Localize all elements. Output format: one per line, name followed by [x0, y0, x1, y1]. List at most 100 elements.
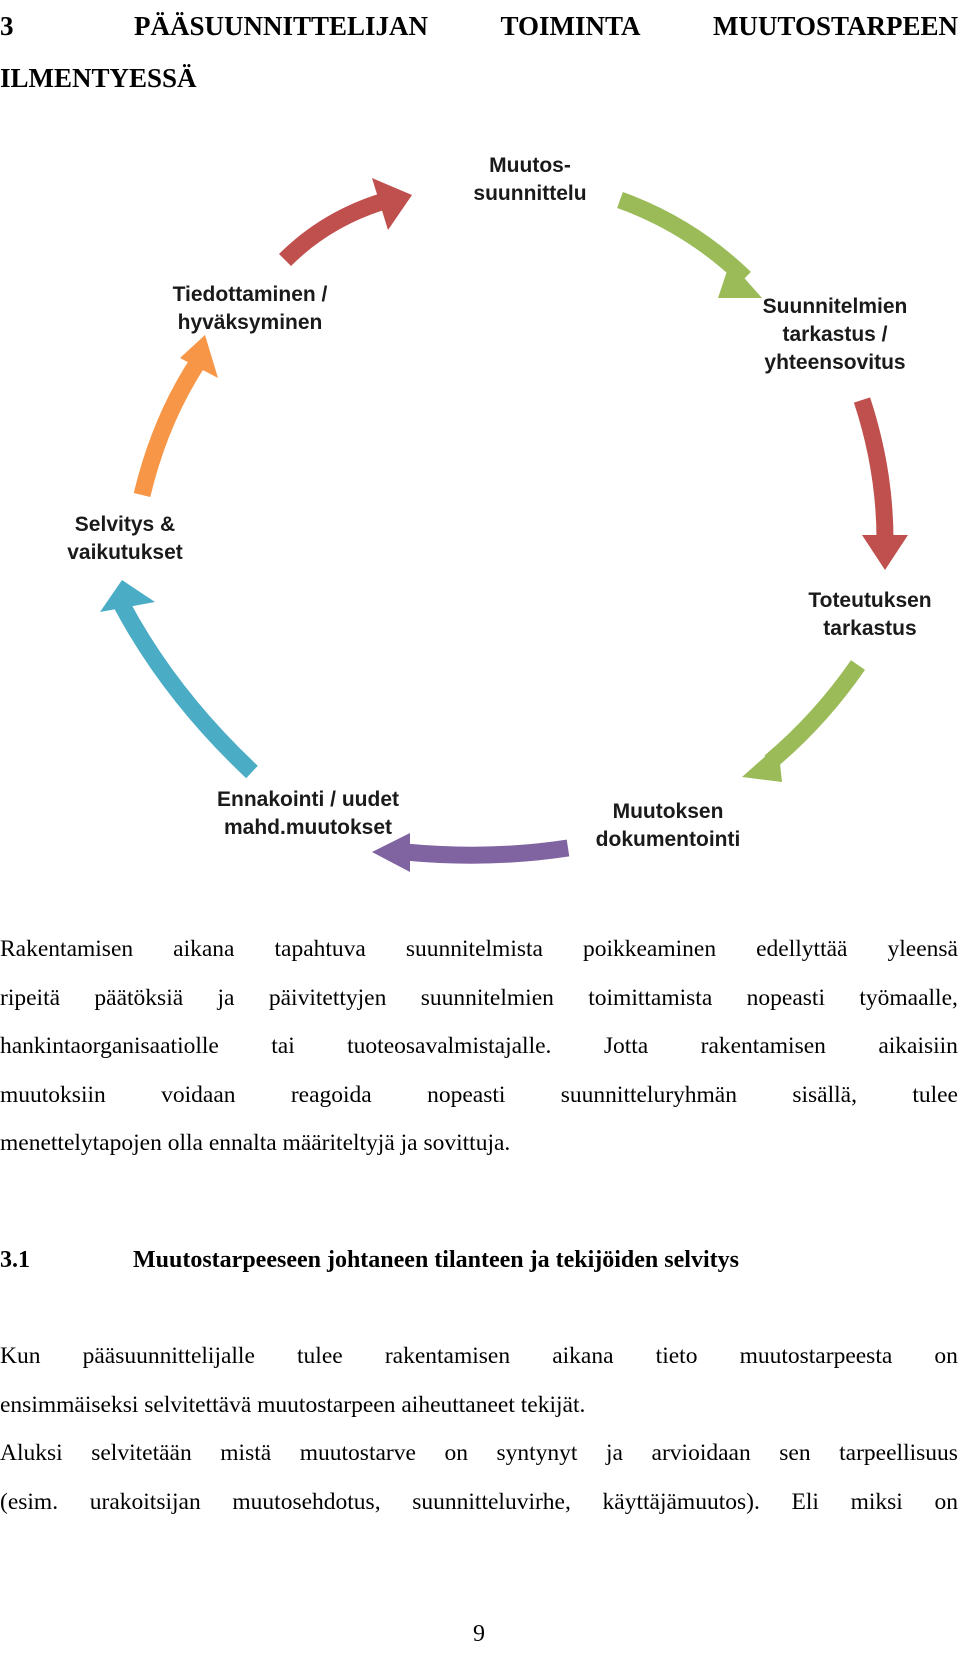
word: päätöksiä: [94, 984, 184, 1011]
section-number: 3.1: [0, 1247, 30, 1273]
word: edellyttää: [756, 936, 848, 962]
word: (esim.: [0, 1488, 59, 1515]
word: on: [934, 1488, 959, 1515]
node-label-line: Ennakointi / uudet: [217, 788, 399, 811]
word: tulee: [297, 1343, 343, 1369]
word: tarpeellisuus: [839, 1440, 958, 1466]
word: Eli: [791, 1488, 819, 1515]
chapter-title-line2: ILMENTYESSÄ: [0, 63, 197, 93]
word: mistä: [220, 1440, 272, 1466]
text-line: Aluksi selvitetään mistä muutostarve on synty…: [0, 1429, 958, 1478]
word: suunnitelmien: [420, 984, 554, 1011]
node-toteutuksen-tarkastus: Toteutuksen tarkastus: [780, 587, 960, 643]
paragraph-1: Rakentamisen aikana tapahtuva suunnitelmist…: [0, 925, 958, 1168]
section-title: Muutostarpeeseen johtaneen tilanteen ja …: [133, 1247, 739, 1273]
node-label-line: Selvitys &: [74, 513, 176, 536]
word: poikkeaminen: [582, 936, 717, 962]
arrowhead-blue-left: [100, 580, 155, 612]
text-line: Rakentamisen aikana tapahtuva suunnitelmist…: [0, 925, 958, 974]
word: voidaan: [161, 1081, 236, 1108]
text-line-last: ensimmäiseksi selvitettävä muutostarpeen…: [0, 1391, 586, 1418]
arrowhead-purple-bottom: [372, 833, 410, 872]
word: päivitettyjen: [268, 984, 387, 1011]
word: reagoida: [290, 1081, 372, 1108]
word: muutostarpeesta: [739, 1343, 893, 1369]
word: sen: [779, 1440, 811, 1466]
word: on: [934, 1343, 958, 1369]
word: toimittamista: [588, 984, 713, 1011]
word: aikaisiin: [878, 1033, 958, 1059]
node-suunnitelmien-tarkastus: Suunnitelmien tarkastus / yhteensovitus: [735, 293, 935, 377]
word: aikana: [173, 936, 235, 962]
cycle-arrows: [100, 178, 908, 872]
word: suunnitteluryhmän: [560, 1081, 737, 1108]
arrowhead-red-right: [862, 535, 908, 570]
node-label-line: suunnittelu: [473, 182, 587, 205]
node-label-line: yhteensovitus: [764, 351, 906, 374]
section-heading-3-1: 3.1 Muutostarpeeseen johtaneen tilanteen …: [0, 1240, 958, 1280]
arrow-green-bottom: [764, 660, 865, 769]
word: Rakentamisen: [0, 936, 134, 962]
word: yleensä: [887, 936, 958, 962]
arrowhead-orange-left: [180, 335, 218, 378]
node-muutoksen-dokumentointi: Muutoksen dokumentointi: [568, 798, 768, 854]
text-line: muutoksiin voidaan reagoida nopeasti suunnit…: [0, 1071, 958, 1120]
word: Jotta: [603, 1033, 649, 1059]
word: suunnitelmista: [405, 936, 543, 962]
node-label-line: Toteutuksen: [808, 589, 932, 612]
arrow-green-top: [617, 191, 751, 285]
node-label-line: Tiedottaminen /: [172, 283, 328, 306]
arrow-red-right: [853, 397, 894, 541]
word: rakentamisen: [700, 1033, 826, 1059]
word: tuoteosavalmistajalle.: [347, 1033, 552, 1059]
node-ennakointi: Ennakointi / uudet mahd.muutokset: [198, 786, 418, 842]
word: tapahtuva: [274, 936, 366, 962]
arrow-blue-left: [114, 600, 258, 779]
arrow-red-top: [278, 189, 398, 267]
word: nopeasti: [427, 1081, 506, 1108]
word: selvitetään: [91, 1440, 192, 1466]
arrowhead-green-bottom: [742, 745, 782, 782]
node-label-line: hyväksyminen: [177, 311, 323, 334]
text-line: Kun pääsuunnittelijalle tulee rakentamisen a…: [0, 1332, 958, 1381]
word: tulee: [912, 1081, 958, 1108]
word: muutoksiin: [0, 1081, 106, 1108]
node-selvitys: Selvitys & vaikutukset: [40, 511, 210, 567]
word: käyttäjämuutos).: [602, 1488, 760, 1515]
word: ja: [606, 1440, 623, 1466]
chapter-heading: 3 PÄÄSUUNNITTELIJAN TOIMINTA MUUTOSTARPE…: [0, 0, 958, 104]
node-label-line: Muutoksen: [612, 800, 724, 823]
word: Kun: [0, 1343, 41, 1369]
node-label-line: tarkastus: [823, 617, 917, 640]
change-process-cycle-diagram: Muutos- suunnittelu Suunnitelmien tarkas…: [0, 150, 960, 930]
word: aikana: [552, 1343, 614, 1369]
word: ja: [217, 984, 235, 1011]
arrowhead-red-top: [372, 178, 412, 230]
word: Aluksi: [0, 1440, 63, 1466]
node-label-line: dokumentointi: [595, 828, 741, 851]
paragraph-3: Aluksi selvitetään mistä muutostarve on synty…: [0, 1429, 958, 1526]
word: muutostarve: [299, 1440, 416, 1466]
node-muutossuunnittelu: Muutos- suunnittelu: [430, 152, 630, 208]
chapter-number: 3: [0, 11, 14, 41]
node-label-line: Muutos-: [489, 154, 571, 177]
word: suunnitteluvirhe,: [412, 1488, 571, 1515]
chapter-title-word: MUUTOSTARPEEN: [712, 11, 958, 41]
word: syntynyt: [496, 1440, 578, 1466]
word: sisällä,: [792, 1081, 857, 1108]
word: pääsuunnittelijalle: [82, 1343, 255, 1369]
arrow-purple-bottom: [404, 839, 570, 864]
word: on: [444, 1440, 468, 1466]
node-label-line: mahd.muutokset: [223, 816, 393, 839]
arrow-orange-left: [133, 357, 206, 497]
arrowhead-green-top: [718, 262, 762, 298]
chapter-title-word: PÄÄSUUNNITTELIJAN: [134, 11, 429, 41]
chapter-title-line1: PÄÄSUUNNITTELIJAN TOIMINTA MUUTOSTARPEEN: [134, 0, 958, 52]
page-number: 9: [473, 1621, 485, 1647]
text-line-last: menettelytapojen olla ennalta määritelty…: [0, 1130, 511, 1156]
word: rakentamisen: [384, 1343, 511, 1369]
node-label-line: tarkastus /: [782, 323, 888, 346]
